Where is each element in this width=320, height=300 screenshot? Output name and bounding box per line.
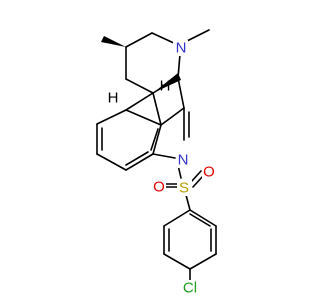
sulfur-label: S — [179, 180, 189, 197]
bond — [177, 77, 185, 109]
double-bonds — [101, 111, 212, 252]
chemical-structure: N H H N S O O Cl — [96, 29, 217, 297]
bond — [163, 209, 191, 227]
bond — [189, 253, 217, 270]
bond — [160, 107, 185, 126]
bond — [185, 194, 191, 211]
chlorine-label: Cl — [183, 280, 197, 297]
bond — [189, 209, 217, 227]
bond — [125, 78, 154, 94]
double-bond-line — [189, 213, 211, 227]
label-backgrounds — [152, 40, 216, 296]
double-bond-line — [192, 175, 204, 188]
double-bond-line — [150, 128, 159, 151]
double-bond-line — [190, 170, 202, 183]
bond — [151, 32, 177, 45]
bond — [125, 32, 153, 48]
wedge-bond — [101, 36, 126, 47]
stereo-hydrogen-label: H — [108, 90, 119, 107]
double-bond-line — [125, 151, 149, 166]
indole-nitrogen-label: N — [178, 152, 189, 169]
bond — [125, 109, 162, 126]
stereo-hydrogen-label: H — [160, 78, 171, 95]
amine-nitrogen-label: N — [176, 40, 187, 57]
oxygen-label: O — [153, 179, 165, 196]
bond — [152, 153, 176, 159]
bond — [152, 92, 162, 126]
bond — [152, 124, 162, 155]
bond — [125, 92, 154, 111]
bond — [184, 29, 210, 43]
bond — [125, 153, 154, 171]
single-bonds — [96, 29, 217, 281]
bond — [96, 153, 127, 171]
bond — [96, 109, 127, 125]
wedge-bond — [153, 73, 181, 93]
oxygen-label: O — [203, 164, 215, 181]
bond — [163, 253, 191, 270]
